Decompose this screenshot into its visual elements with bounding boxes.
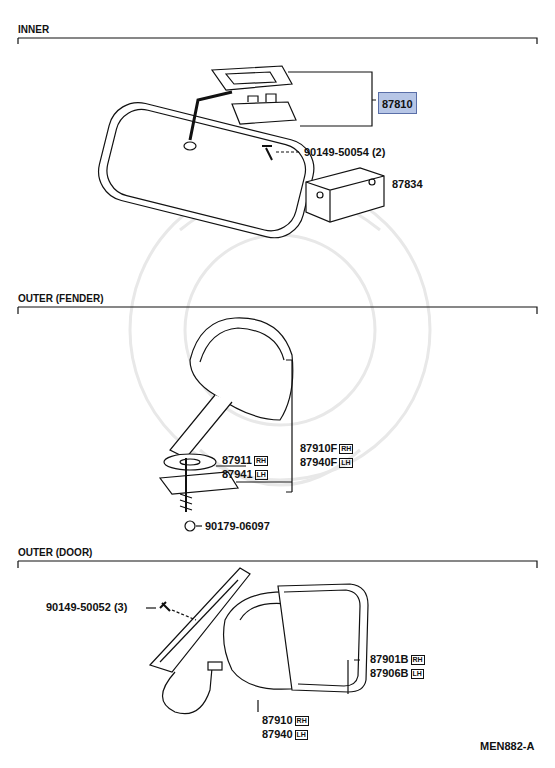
part-number: MEN882-A xyxy=(480,740,534,752)
part-number: 87906B xyxy=(370,667,409,679)
side-tag: LH xyxy=(339,458,352,468)
part-number: 87810 xyxy=(382,98,413,110)
side-tag: RH xyxy=(295,716,309,726)
part-number: 87834 xyxy=(392,178,423,190)
section-heading: OUTER (DOOR) xyxy=(18,547,92,559)
part-number: 87901B xyxy=(370,653,409,665)
part-number: 87910 xyxy=(262,714,293,726)
section-heading: INNER xyxy=(18,24,49,36)
side-tag: LH xyxy=(411,669,424,679)
side-tag: LH xyxy=(255,470,268,480)
part-number: 87940 xyxy=(262,728,293,740)
part-number: 87910F xyxy=(300,442,337,454)
part-number: 90149-50054 (2) xyxy=(304,146,385,158)
part-number: 87911 xyxy=(222,454,252,466)
part-number: 90149-50052 (3) xyxy=(46,601,127,613)
section-heading: OUTER (FENDER) xyxy=(18,293,104,305)
part-number: 87940F xyxy=(300,456,337,468)
side-tag: RH xyxy=(339,444,353,454)
side-tag: LH xyxy=(295,730,308,740)
side-tag: RH xyxy=(411,655,425,665)
highlighted-part-box: 87810 xyxy=(378,92,417,114)
part-number: 90179-06097 xyxy=(205,520,270,532)
side-tag: RH xyxy=(254,456,268,466)
part-number: 87941 xyxy=(222,468,253,480)
